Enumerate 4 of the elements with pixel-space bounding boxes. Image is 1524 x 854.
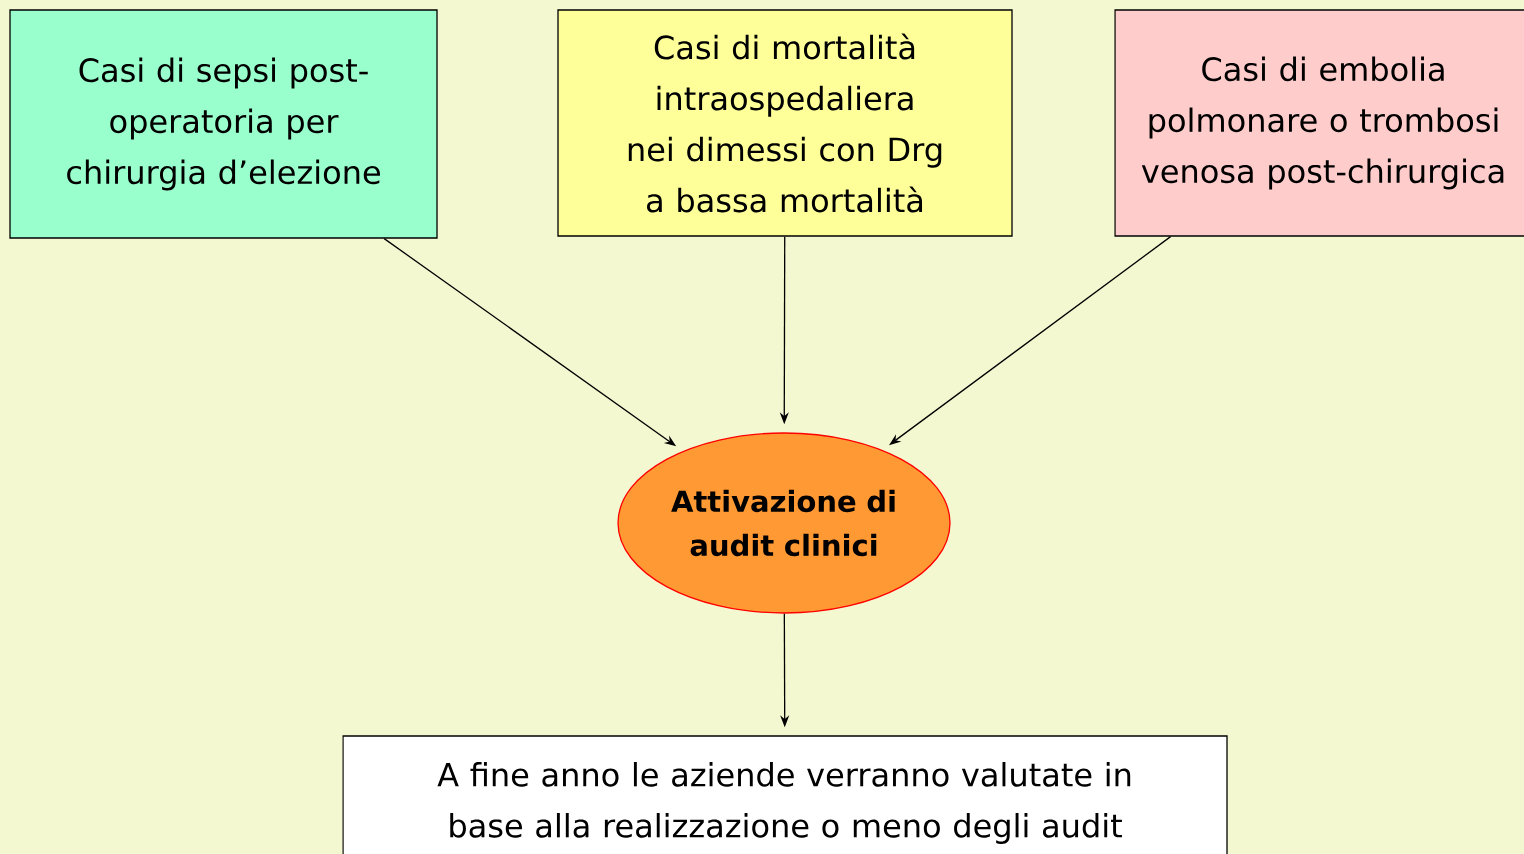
- text-box: A fine anno le aziende verranno valutate in base alla realizzazione o meno degli audit: [342, 735, 1228, 854]
- text-box: Casi di mortalità intraospedaliera nei dimessi con Drg a bassa mortalità: [557, 9, 1013, 237]
- text-box: Casi di embolia polmonare o trombosi venosa post-chirurgica: [1114, 9, 1524, 237]
- text-box: Casi di sepsi post-operatoria per chirurgia d’elezione: [9, 9, 438, 239]
